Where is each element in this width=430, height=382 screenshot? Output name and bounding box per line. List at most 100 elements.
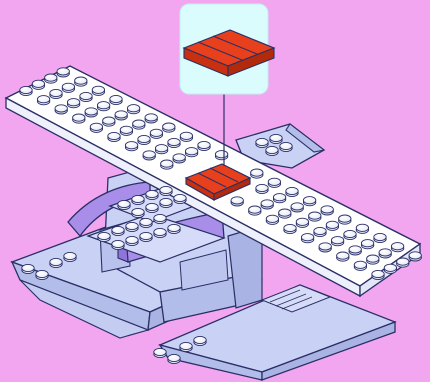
stud-top [154, 348, 166, 355]
stud-top [344, 230, 356, 237]
stud-top [361, 240, 373, 247]
stud-top [132, 208, 144, 215]
stud-top [140, 232, 152, 239]
stud-top [161, 160, 173, 167]
stud-top [266, 146, 278, 153]
stud-top [349, 246, 361, 253]
stud-top [36, 270, 48, 277]
stud-top [120, 126, 132, 133]
stud-top [154, 214, 166, 221]
stud-top [73, 114, 85, 121]
stud-top [112, 226, 124, 233]
stud-top [280, 142, 292, 149]
stud-top [98, 232, 110, 239]
stud-top [379, 249, 391, 256]
stud-top [270, 134, 282, 141]
stud-top [62, 83, 74, 90]
stud-top [273, 194, 285, 201]
stud-top [97, 102, 109, 109]
stud-top [367, 255, 379, 262]
stud-top [125, 142, 137, 149]
stud-top [173, 154, 185, 161]
stud-top [146, 190, 158, 197]
stud-top [296, 218, 308, 225]
stud-top [168, 224, 180, 231]
stud-top [321, 206, 333, 213]
stud-top [67, 99, 79, 106]
stud-top [309, 212, 321, 219]
stud-top [85, 108, 97, 115]
stud-top [284, 224, 296, 231]
stud-top [160, 198, 172, 205]
stud-top [303, 197, 315, 204]
stud-top [45, 74, 57, 81]
parts-callout [180, 4, 274, 94]
stud-top [391, 243, 403, 250]
stud-top [185, 148, 197, 155]
stud-top [57, 68, 69, 75]
stud-top [108, 132, 120, 139]
stud-top [356, 224, 368, 231]
stud-top [140, 218, 152, 225]
stud-top [55, 105, 67, 112]
stud-top [354, 261, 366, 268]
stud-top [112, 240, 124, 247]
stud-top [32, 80, 44, 87]
stud-top [261, 200, 273, 207]
stud-top [279, 209, 291, 216]
stud-top [374, 233, 386, 240]
stud-top [314, 227, 326, 234]
stud-top [110, 95, 122, 102]
stud-top [127, 105, 139, 112]
stud-top [339, 215, 351, 222]
stud-top [20, 86, 32, 93]
stud-top [326, 221, 338, 228]
stud-top [163, 123, 175, 130]
stud-top [256, 138, 268, 145]
stud-top [409, 252, 421, 259]
stud-top [194, 336, 206, 343]
stud-top [268, 178, 280, 185]
stud-top [384, 264, 396, 271]
stud-top [37, 96, 49, 103]
stud-top [266, 215, 278, 222]
stud-top [180, 132, 192, 139]
stud-top [319, 243, 331, 250]
stud-top [22, 264, 34, 271]
stud-top [301, 234, 313, 241]
stud-top [251, 169, 263, 176]
stud-top [174, 194, 186, 201]
stud-top [215, 151, 227, 158]
stud-top [150, 129, 162, 136]
stud-top [133, 120, 145, 127]
stud-top [132, 195, 144, 202]
stud-top [286, 187, 298, 194]
stud-top [90, 123, 102, 130]
stud-top [145, 114, 157, 121]
stud-top [397, 258, 409, 265]
stud-top [138, 135, 150, 142]
stud-top [118, 200, 130, 207]
stud-top [126, 222, 138, 229]
stud-top [143, 151, 155, 158]
stud-top [115, 111, 127, 118]
stud-top [249, 206, 261, 213]
stud-top [50, 89, 62, 96]
stud-top [103, 117, 115, 124]
stud-top [331, 237, 343, 244]
stud-top [126, 236, 138, 243]
stud-top [50, 258, 62, 265]
stud-top [168, 138, 180, 145]
stud-top [154, 228, 166, 235]
stud-top [75, 77, 87, 84]
stud-top [291, 203, 303, 210]
stud-top [92, 86, 104, 93]
stud-top [80, 92, 92, 99]
stud-top [337, 252, 349, 259]
stud-top [168, 354, 180, 361]
stud-top [64, 252, 76, 259]
stud-top [256, 184, 268, 191]
stud-top [231, 197, 243, 204]
